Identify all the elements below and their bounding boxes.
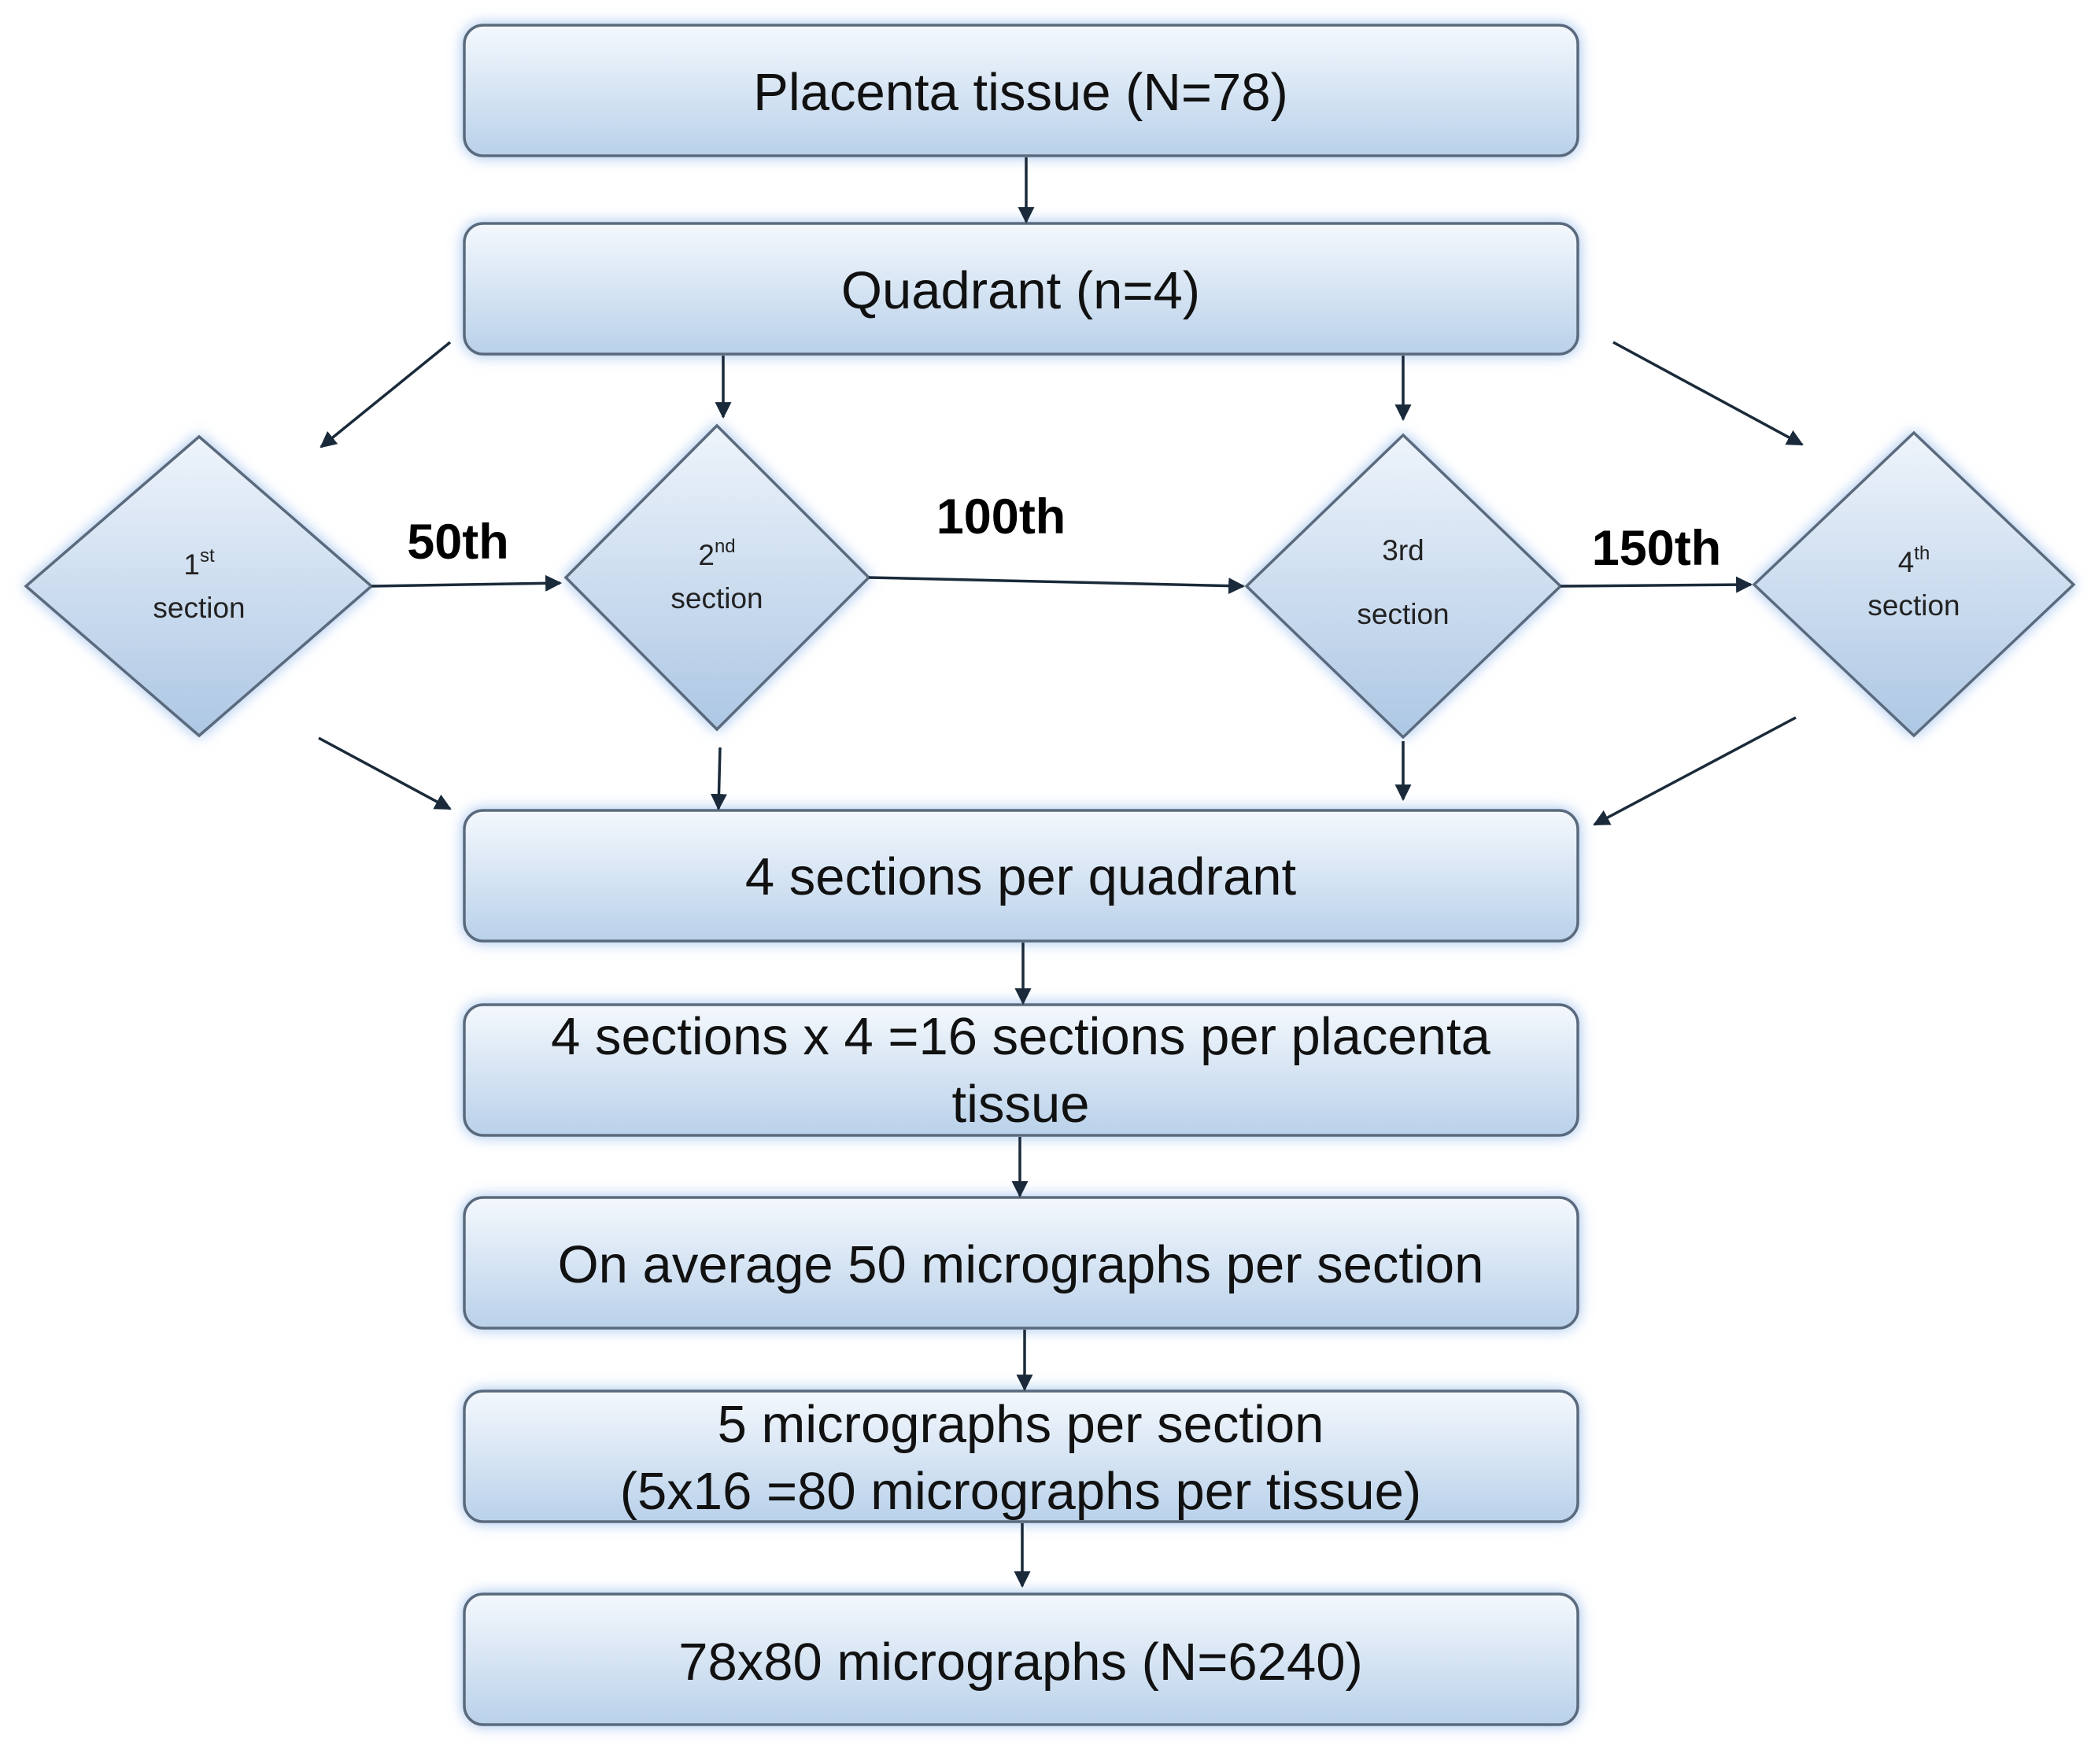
arrow-quadrant-to-section1 [320, 341, 452, 448]
arrow-section2-to-section3 [868, 576, 1246, 595]
arrow-section4-to-sections-box [1593, 716, 1797, 826]
section-2-number: 2nd [698, 536, 735, 571]
section-diamond-3: 3rd section [1244, 433, 1563, 740]
section-diamond-4: 4th section [1752, 430, 2076, 738]
section-1-label: section [153, 592, 245, 624]
sections-per-quadrant-text: 4 sections per quadrant [745, 847, 1297, 906]
five-micrographs-box: 5 micrographs per section (5x16 =80 micr… [463, 1389, 1579, 1523]
sections-per-placenta-box: 4 sections x 4 =16 sections per placenta… [463, 1003, 1579, 1137]
arrow-section1-to-sections-box [318, 736, 452, 810]
section-diamond-1: 1st section [24, 434, 374, 738]
step-label-100th: 100th [936, 489, 1066, 544]
quadrant-text: Quadrant (n=4) [841, 261, 1200, 320]
quadrant-box: Quadrant (n=4) [463, 222, 1579, 356]
placenta-tissue-text: Placenta tissue (N=78) [753, 63, 1288, 122]
section-3-number: 3rd [1382, 534, 1424, 566]
section-4-number: 4th [1898, 543, 1930, 578]
average-micrographs-text: On average 50 micrographs per section [558, 1235, 1484, 1294]
arrow-section2-to-sections-box [710, 747, 727, 811]
section-3-label: section [1357, 598, 1449, 630]
section-diamond-2: 2nd section [563, 423, 871, 732]
placenta-tissue-box: Placenta tissue (N=78) [463, 24, 1579, 157]
arrow-section1-to-section2 [371, 574, 563, 592]
sections-per-placenta-line1: 4 sections x 4 =16 sections per placenta [551, 1007, 1490, 1066]
sections-per-placenta-line2: tissue [951, 1075, 1089, 1134]
section-4-label: section [1867, 589, 1959, 622]
average-micrographs-box: On average 50 micrographs per section [463, 1196, 1579, 1330]
sections-per-quadrant-box: 4 sections per quadrant [463, 809, 1579, 943]
arrow-section3-to-section4 [1560, 576, 1753, 593]
arrow-quadrant-to-section4 [1612, 341, 1804, 446]
total-micrographs-box: 78x80 micrographs (N=6240) [463, 1592, 1579, 1726]
section-1-number: 1st [183, 545, 215, 581]
total-micrographs-text: 78x80 micrographs (N=6240) [678, 1633, 1363, 1692]
section-2-label: section [670, 582, 763, 614]
step-label-50th: 50th [407, 515, 509, 570]
five-micrographs-line1: 5 micrographs per section [718, 1395, 1324, 1454]
five-micrographs-line2: (5x16 =80 micrographs per tissue) [620, 1462, 1422, 1521]
step-label-150th: 150th [1592, 521, 1722, 576]
